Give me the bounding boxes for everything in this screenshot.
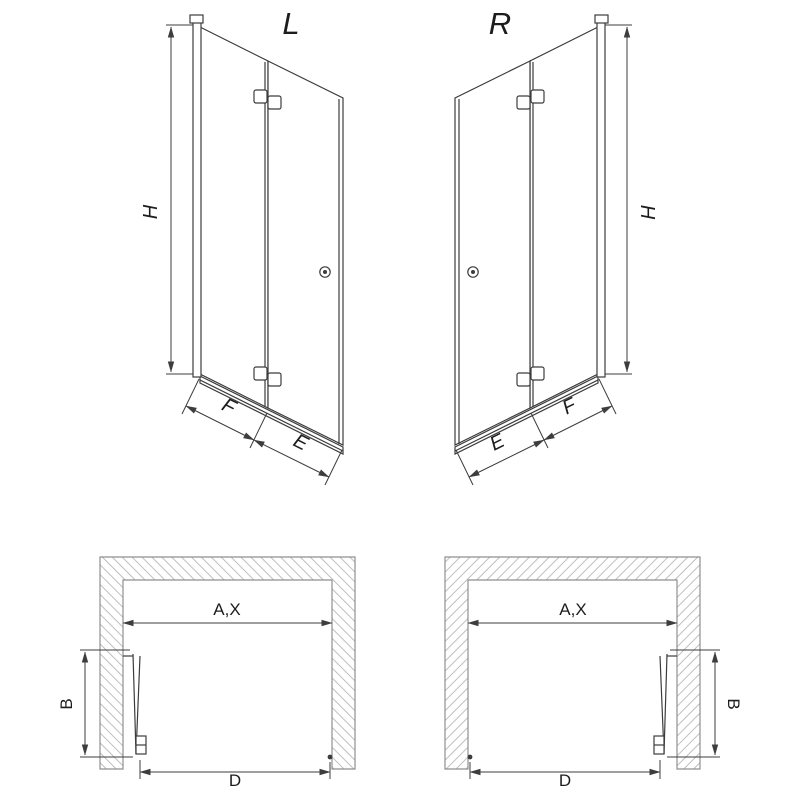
iso-view-right: R H F E	[454, 6, 658, 485]
dim-label-f-left: F	[218, 394, 240, 420]
dim-label-b-right: B	[724, 698, 743, 709]
dim-label-e-right: E	[486, 430, 508, 456]
iso-view-left: L H F E	[140, 6, 344, 485]
view-label-left: L	[282, 6, 299, 41]
dim-label-opening-left: A,X	[213, 600, 240, 619]
dim-label-d-left: D	[229, 771, 241, 790]
dim-label-height-left: H	[140, 204, 162, 219]
folding-door-drawing-right	[454, 14, 609, 455]
dim-label-opening-right: A,X	[559, 600, 586, 619]
folded-door-plan-left	[122, 653, 333, 760]
dim-label-f-right: F	[559, 393, 581, 419]
dim-label-d-right: D	[559, 771, 571, 790]
view-label-right: R	[489, 6, 511, 41]
plan-view-right: A,X B D	[444, 556, 743, 790]
plan-view-left: A,X B D	[57, 556, 356, 790]
dim-label-e-left: E	[290, 430, 312, 456]
dim-label-height-right: H	[636, 205, 658, 220]
dim-label-b-left: B	[57, 698, 76, 709]
folded-door-plan-right	[467, 653, 678, 760]
folding-door-drawing-left	[189, 14, 344, 455]
